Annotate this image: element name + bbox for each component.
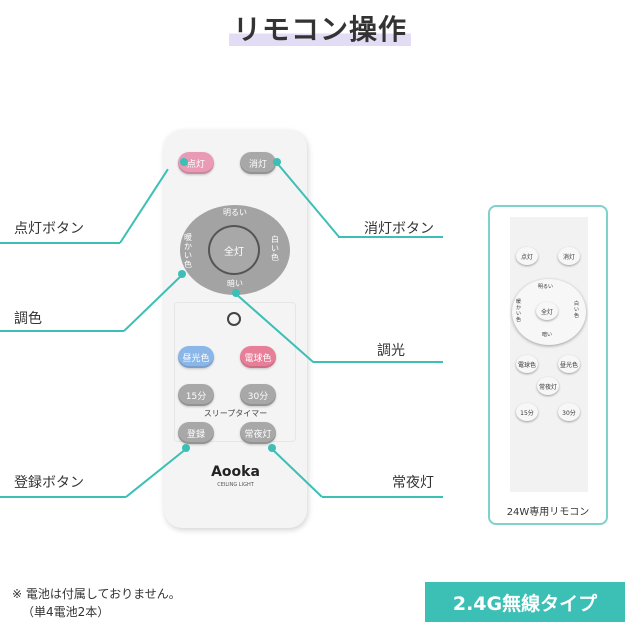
night-light-callout: 常夜灯 (392, 475, 434, 491)
off-button-callout: 消灯ボタン (364, 221, 434, 237)
white-label[interactable]: 白い色 (271, 235, 279, 262)
dim-callout-line-h (313, 361, 443, 363)
off-callout-line-h (338, 236, 443, 238)
on-callout-line-h (0, 242, 120, 244)
timer-30-button[interactable]: 30分 (240, 384, 276, 406)
full-button[interactable]: 全灯 (208, 225, 260, 275)
dimming-callout: 調光 (377, 343, 405, 359)
night-callout-dot (268, 444, 276, 452)
small-bulb-button: 電球色 (516, 355, 538, 373)
on-callout-dot (180, 158, 188, 166)
register-callout-line-h (0, 496, 126, 498)
small-white: 白い色 (574, 301, 580, 319)
warm-label[interactable]: 暖かい色 (184, 233, 192, 269)
small-30-button: 30分 (558, 403, 580, 421)
color-callout-dot (178, 270, 186, 278)
on-button[interactable]: 点灯 (178, 152, 214, 174)
remote-control: 点灯 消灯 明るい 暖かい色 全灯 白い色 暗い 昼光色 電球色 15分 30分… (164, 130, 307, 528)
bulb-color-button[interactable]: 電球色 (240, 346, 276, 368)
register-callout: 登録ボタン (14, 475, 84, 491)
24w-remote-panel: 点灯 消灯 明るい 暖かい色 全灯 白い色 暗い 電球色 昼光色 常夜灯 15分… (488, 205, 608, 525)
darker-label[interactable]: 暗い (227, 279, 243, 288)
timer-15-button[interactable]: 15分 (178, 384, 214, 406)
register-button[interactable]: 登録 (178, 422, 214, 444)
small-brighter: 明るい (538, 284, 554, 290)
brand-subtitle: CEILING LIGHT (217, 482, 254, 488)
off-button[interactable]: 消灯 (240, 152, 276, 174)
small-15-button: 15分 (516, 403, 538, 421)
brighter-label[interactable]: 明るい (223, 208, 247, 217)
register-callout-dot (182, 444, 190, 452)
color-callout: 調色 (14, 311, 42, 327)
page-title: リモコン操作 (0, 8, 640, 48)
light-sensor-icon (227, 312, 241, 326)
on-callout-line (119, 168, 169, 244)
battery-note: ※ 電池は付属しておりません。 (12, 587, 181, 601)
dimming-pad[interactable]: 明るい 暖かい色 全灯 白い色 暗い (180, 205, 290, 295)
on-button-callout: 点灯ボタン (14, 221, 84, 237)
small-off-button: 消灯 (558, 247, 580, 265)
small-full: 全灯 (536, 302, 558, 320)
small-night-button: 常夜灯 (537, 377, 559, 395)
color-callout-line-h (0, 330, 124, 332)
sleep-timer-label: スリープタイマー (203, 409, 268, 418)
small-warm: 暖かい色 (516, 299, 522, 323)
battery-note-detail: （単4電池2本） (22, 605, 110, 619)
wireless-badge: 2.4G無線タイプ (425, 582, 625, 622)
title-text: リモコン操作 (228, 13, 411, 46)
off-callout-dot (273, 158, 281, 166)
small-darker: 暗い (542, 332, 553, 338)
night-callout-line-h (322, 496, 443, 498)
dim-callout-dot (232, 289, 240, 297)
brand-logo: Aooka (211, 464, 260, 480)
small-on-button: 点灯 (516, 247, 538, 265)
daylight-button[interactable]: 昼光色 (178, 346, 214, 368)
small-remote-caption: 24W専用リモコン (506, 507, 590, 518)
small-daylight-button: 昼光色 (558, 355, 580, 373)
night-light-button[interactable]: 常夜灯 (240, 422, 276, 444)
